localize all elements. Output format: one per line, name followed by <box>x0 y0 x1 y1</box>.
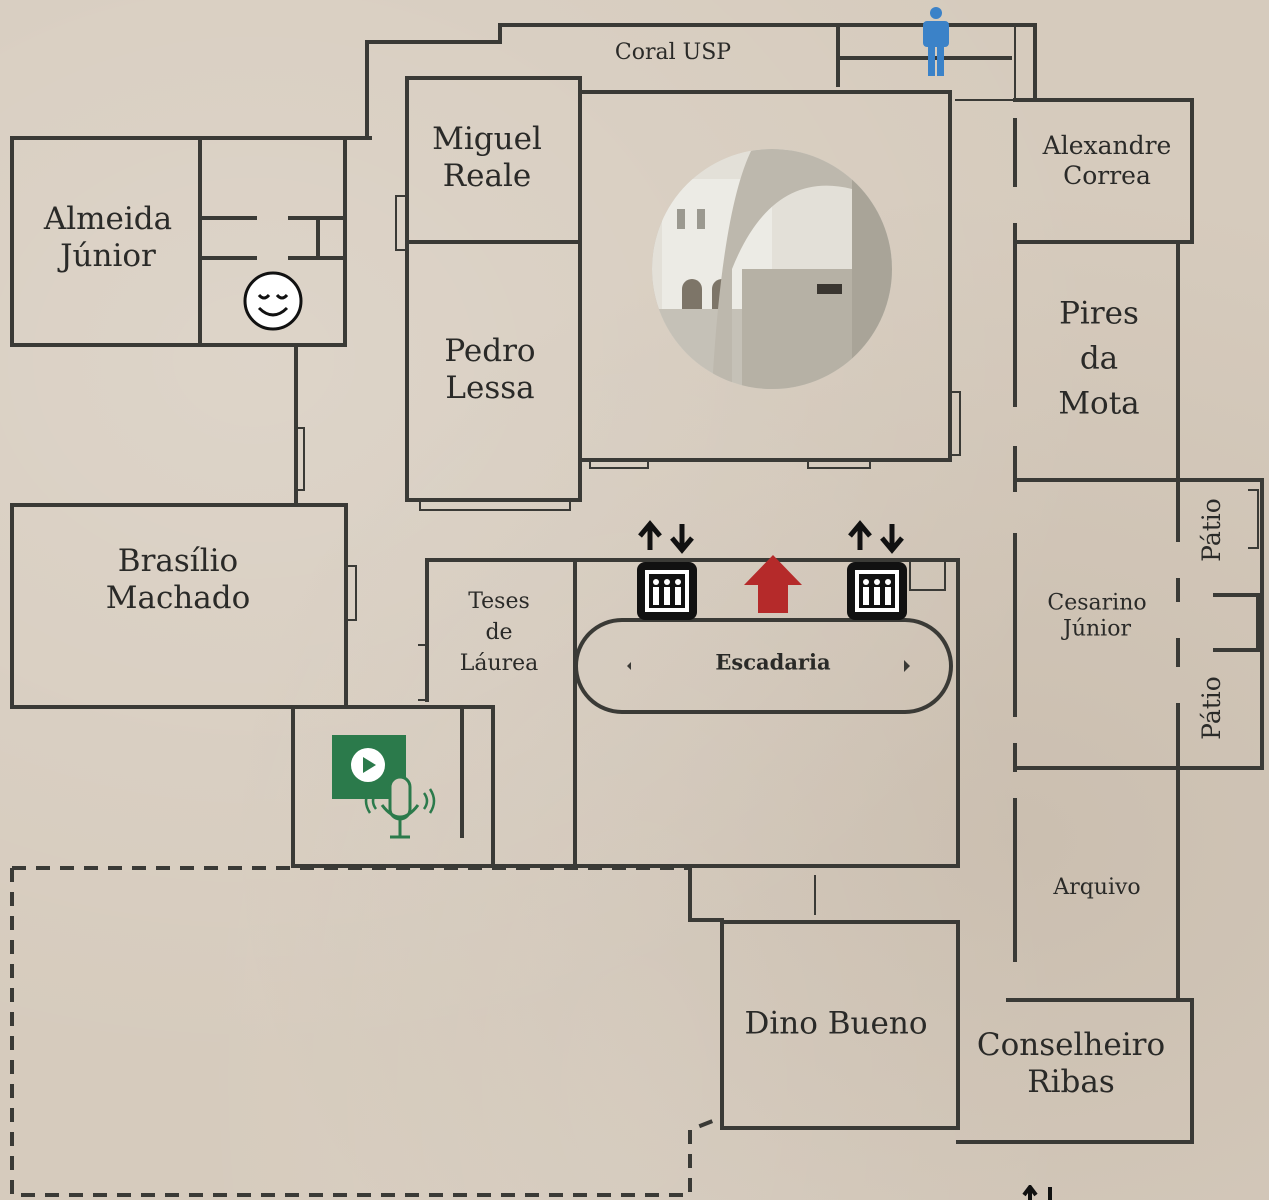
elevator-arrows-icon <box>1022 1185 1052 1200</box>
room-label-line: Pátio <box>1197 498 1226 562</box>
room-label-line: Correa <box>1063 161 1151 190</box>
room-label-line: Júnior <box>1063 617 1131 642</box>
room-patio-lower[interactable]: Pátio <box>1197 676 1227 740</box>
person-icon[interactable] <box>918 6 954 78</box>
room-almeida-junior[interactable]: Almeida Júnior <box>44 201 172 275</box>
room-brasilio-machado[interactable]: Brasílio Machado <box>106 543 251 617</box>
room-label-line: Reale <box>442 158 532 194</box>
room-arquivo[interactable]: Arquivo <box>1053 875 1140 901</box>
room-label-line: de <box>485 620 513 646</box>
room-label-line: Arquivo <box>1053 874 1141 900</box>
room-label-line: Almeida <box>43 200 173 237</box>
room-label-line: Láurea <box>459 651 539 677</box>
room-label-line: Conselheiro <box>976 1026 1166 1063</box>
room-label-line: Lessa <box>445 370 535 406</box>
room-label-line: Pedro <box>444 332 536 369</box>
room-label-line: da <box>1079 340 1119 377</box>
room-label-line: Alexandre <box>1042 131 1172 160</box>
arrow-up-icon[interactable] <box>742 553 804 615</box>
room-label-line: Coral USP <box>614 39 732 65</box>
room-escadaria[interactable]: Escadaria <box>715 649 830 674</box>
room-label-line: Dino Bueno <box>744 1005 928 1042</box>
room-label-line: Mota <box>1058 385 1140 422</box>
room-label-line: Júnior <box>60 238 156 274</box>
room-label-line: Teses <box>468 589 530 615</box>
room-label-line: Miguel <box>432 120 542 157</box>
room-pedro-lessa[interactable]: Pedro Lessa <box>444 333 535 407</box>
room-label-line: Pátio <box>1197 676 1226 740</box>
elevator-icon[interactable] <box>632 520 702 624</box>
room-dino-bueno[interactable]: Dino Bueno <box>745 1005 928 1042</box>
video-audio-icon[interactable] <box>330 733 440 841</box>
room-alexandre-correa[interactable]: Alexandre Correa <box>1043 131 1172 191</box>
room-miguel-reale[interactable]: Miguel Reale <box>432 121 542 195</box>
elevator-icon[interactable] <box>842 520 912 624</box>
room-conselheiro-ribas[interactable]: Conselheiro Ribas <box>977 1027 1165 1101</box>
room-pires-da-mota[interactable]: Pires da Mota <box>1058 292 1139 427</box>
room-label-line: Machado <box>105 580 251 616</box>
room-patio-upper[interactable]: Pátio <box>1197 498 1227 562</box>
room-cesarino-junior[interactable]: Cesarino Júnior <box>1047 591 1146 644</box>
room-coral-usp[interactable]: Coral USP <box>615 40 731 66</box>
room-label-line: Brasílio <box>117 542 239 579</box>
smiley-icon[interactable] <box>242 270 304 332</box>
room-teses-de-laurea[interactable]: Teses de Láurea <box>460 586 539 680</box>
room-label-line: Ribas <box>1027 1064 1115 1100</box>
courtyard-photo[interactable] <box>652 149 892 389</box>
room-label-line: Escadaria <box>715 649 831 675</box>
room-label-line: Pires <box>1059 295 1139 332</box>
room-label-line: Cesarino <box>1047 590 1147 616</box>
